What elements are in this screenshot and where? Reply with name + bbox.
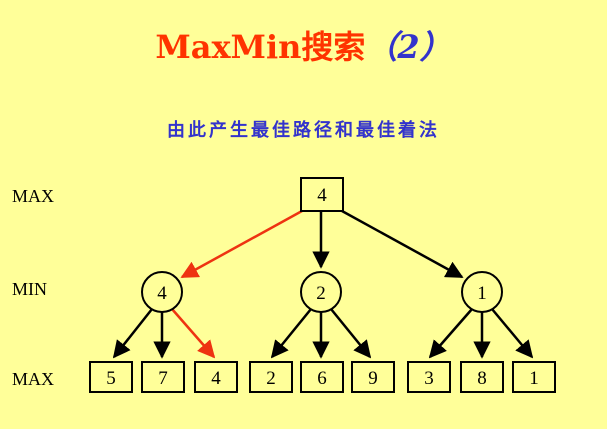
edge-min2-leaf1 [270,308,312,359]
min-node: 2 [300,271,342,313]
level-label-max-bottom: MAX [12,369,55,389]
edge-min1-leaf1 [112,308,153,359]
leaf-node: 7 [141,361,185,393]
leaf-node: 9 [351,361,395,393]
leaf-value: 3 [424,368,434,389]
edge-root-min1 [180,209,303,279]
min-node: 4 [141,271,183,313]
leaf-node: 1 [512,361,556,393]
leaf-node: 4 [194,361,238,393]
root-value: 4 [317,185,327,206]
slide-title: MaxMin搜索（2） [0,22,607,68]
leaf-value: 2 [266,368,276,389]
level-label-min: MIN [12,279,47,299]
min-node-value: 2 [316,283,326,304]
leaf-node: 5 [89,361,133,393]
slide-subtitle: 由此产生最佳路径和最佳着法 [167,120,440,141]
leaf-value: 8 [477,368,487,389]
min-node: 1 [461,271,503,313]
leaf-node: 3 [407,361,451,393]
edge-min2-leaf3 [330,308,372,359]
edge-root-min3 [341,209,464,279]
edge-min3-leaf3 [491,308,534,359]
root-node: 4 [300,177,344,212]
min-node-value: 1 [477,283,487,304]
leaf-value: 9 [368,368,378,389]
level-label-max-top: MAX [12,186,55,206]
leaf-node: 2 [249,361,293,393]
min-node-value: 4 [157,283,167,304]
leaf-node: 6 [300,361,344,393]
leaf-value: 4 [211,368,221,389]
edge-min1-leaf3 [171,308,216,359]
leaf-node: 8 [460,361,504,393]
leaf-value: 5 [106,368,116,389]
leaf-value: 6 [317,368,327,389]
title-number: （2） [365,28,452,66]
title-main: MaxMin搜索 [155,28,366,66]
leaf-value: 1 [529,368,539,389]
edge-min3-leaf1 [428,308,473,359]
leaf-value: 7 [158,368,168,389]
